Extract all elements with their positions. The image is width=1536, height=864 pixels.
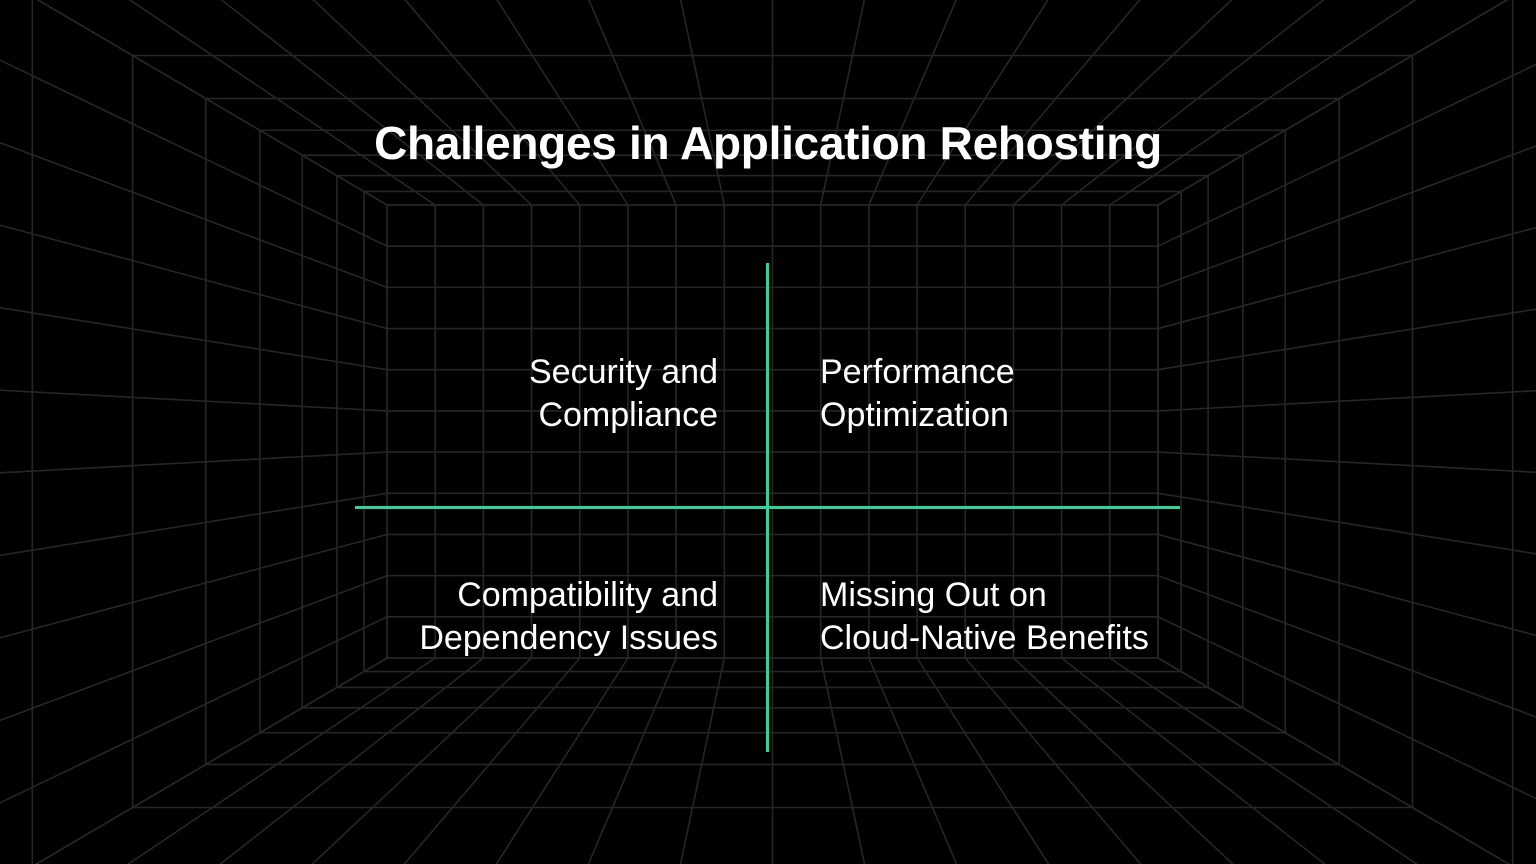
quadrant-label-line: Optimization [820, 396, 1009, 434]
quadrant-label-line: Security and [529, 353, 718, 391]
quadrant-label-line: Compatibility and [457, 576, 718, 614]
quadrant-label-line: Cloud-Native Benefits [820, 619, 1149, 657]
quadrant-top-right: Performance Optimization [820, 351, 1015, 437]
quadrant-label-line: Dependency Issues [419, 619, 718, 657]
quadrant-label-line: Missing Out on [820, 576, 1047, 614]
slide-title: Challenges in Application Rehosting [374, 117, 1162, 169]
quadrant-top-left: Security and Compliance [529, 351, 718, 437]
quadrant-bottom-right: Missing Out on Cloud-Native Benefits [820, 574, 1149, 660]
quadrant-label-line: Compliance [538, 396, 718, 434]
quadrant-label-line: Performance [820, 353, 1015, 391]
quadrant-bottom-left: Compatibility and Dependency Issues [419, 574, 718, 660]
horizontal-axis-line [355, 506, 1180, 509]
